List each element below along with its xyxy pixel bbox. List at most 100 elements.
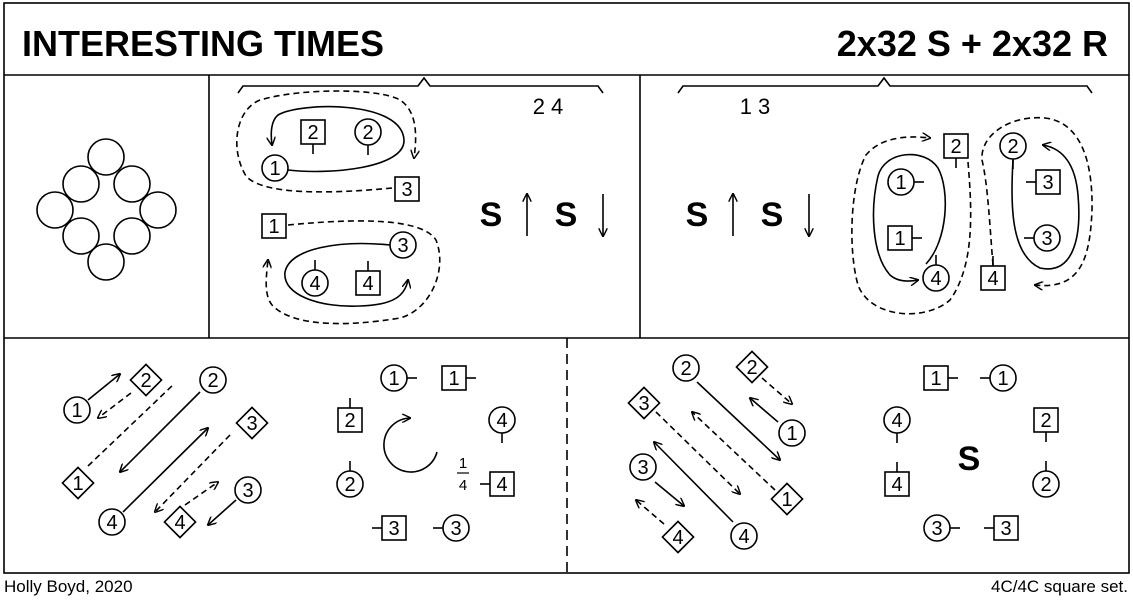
dancer-label: 1 xyxy=(269,158,280,180)
dancer-circle xyxy=(63,396,91,424)
panel-diagonal-right: 2 2 3 1 3 1 4 4 xyxy=(627,350,806,554)
dancer-label: 1 xyxy=(388,368,399,390)
dancer-label: 4 xyxy=(174,512,185,534)
dancer-label: 2 xyxy=(140,370,151,392)
dashed-loop-path xyxy=(981,116,1093,286)
dance-title: INTERESTING TIMES xyxy=(22,23,384,64)
figure-s-letter: S xyxy=(555,196,578,234)
dancer-diamond xyxy=(661,520,695,554)
dancer-label: 3 xyxy=(1041,228,1052,250)
formation-dancer-circle xyxy=(113,165,151,203)
figure-s-letter: S xyxy=(686,196,709,234)
dancer-label: 4 xyxy=(496,410,507,432)
dancer-label: 1 xyxy=(448,368,459,390)
dancer-label: 3 xyxy=(242,480,253,502)
formation-dancer-circle xyxy=(36,191,74,229)
dancer-label: 3 xyxy=(1042,172,1053,194)
dancer-label: 2 xyxy=(307,122,318,144)
dancer-label: 2 xyxy=(344,474,355,496)
dance-formation: 2x32 S + 2x32 R xyxy=(837,23,1108,64)
solid-loop-path xyxy=(271,105,405,173)
dancer-label: 2 xyxy=(362,122,373,144)
formation-dancer-circle xyxy=(87,243,125,281)
dancer-square xyxy=(993,515,1019,541)
panel-circle-quarter: 1 1 2 4 2 4 3 3 1 4 xyxy=(336,364,516,542)
dancer-label: 3 xyxy=(388,518,399,540)
dancer-label: 4 xyxy=(309,273,320,295)
dashed-line xyxy=(87,383,175,467)
dashed-loop-path xyxy=(236,90,416,193)
dancer-diamond xyxy=(627,386,661,420)
frame xyxy=(3,2,1130,574)
dancer-circle xyxy=(672,354,700,382)
dancer-circle xyxy=(778,419,806,447)
quarter-denominator: 4 xyxy=(459,477,467,494)
solid-loop-path xyxy=(1011,145,1080,270)
dancer-label: 1 xyxy=(72,473,83,495)
dashed-arrow xyxy=(98,392,132,418)
dancer-label: 1 xyxy=(997,368,1008,390)
dancer-label: 1 xyxy=(268,216,279,238)
dancer-label: 2 xyxy=(344,410,355,432)
dancer-diamond xyxy=(163,505,197,539)
dancer-circle xyxy=(261,154,289,182)
formation-dancer-circle xyxy=(62,217,100,255)
solid-arrow xyxy=(208,499,237,525)
dancer-label: 3 xyxy=(637,457,648,479)
figure-s-letter: S xyxy=(480,196,503,234)
dancer-square xyxy=(923,365,949,391)
dancer-label: 1 xyxy=(930,368,941,390)
solid-arrow xyxy=(120,391,201,472)
dashed-arrow xyxy=(692,412,776,491)
dancer-label: 1 xyxy=(895,172,906,194)
dancer-label: 3 xyxy=(246,413,257,435)
dancer-label: 1 xyxy=(71,400,82,422)
dancer-square xyxy=(489,471,515,497)
dancer-label: 4 xyxy=(106,512,117,534)
solid-arrow xyxy=(696,381,780,460)
dancer-label: 4 xyxy=(891,410,902,432)
dancer-square xyxy=(337,407,363,433)
dancer-square xyxy=(355,270,381,296)
dancer-diamond xyxy=(61,466,95,500)
bar-numbers-left: 2 4 xyxy=(533,94,564,119)
dancer-square xyxy=(300,119,326,145)
solid-loop-path xyxy=(872,153,947,282)
panel-diagonal-left: 1 2 2 3 1 3 4 4 xyxy=(61,363,269,539)
dancer-label: 3 xyxy=(638,393,649,415)
dancer-label: 2 xyxy=(950,136,961,158)
solid-loop-path xyxy=(284,242,408,307)
dancer-label: 1 xyxy=(781,489,792,511)
formation-dancer-circle xyxy=(139,191,177,229)
dancer-square xyxy=(887,225,913,251)
center-s-letter: S xyxy=(958,440,981,478)
dancer-circle xyxy=(730,522,758,550)
solid-arrow xyxy=(87,374,120,401)
solid-arrow xyxy=(750,398,779,423)
formation-dancer-circle xyxy=(87,138,125,176)
dancer-diamond xyxy=(770,482,804,516)
dashed-loop-path xyxy=(266,220,441,325)
author-credit: Holly Boyd, 2020 xyxy=(4,577,133,596)
square-set-formation xyxy=(36,138,177,281)
circle-arrow xyxy=(383,418,438,473)
dancer-label: 2 xyxy=(1040,474,1051,496)
dancer-label: 1 xyxy=(786,423,797,445)
solid-arrow xyxy=(122,428,208,513)
dancer-label: 4 xyxy=(496,474,507,496)
dancer-square xyxy=(261,213,287,239)
dashed-arrow xyxy=(761,377,792,404)
dancer-label: 2 xyxy=(207,370,218,392)
dancer-label: 4 xyxy=(930,268,941,290)
dashed-arrow xyxy=(655,411,740,494)
dancer-circle xyxy=(199,366,227,394)
solid-arrow xyxy=(654,481,684,506)
dancer-label: 2 xyxy=(1040,410,1051,432)
dancer-diamond xyxy=(235,406,269,440)
dancer-label: 3 xyxy=(401,179,412,201)
formation-dancer-circle xyxy=(113,217,151,255)
dancer-circle xyxy=(234,476,262,504)
dancer-label: 3 xyxy=(1000,518,1011,540)
dashed-loop-path xyxy=(851,137,972,315)
dancer-label: 4 xyxy=(738,526,749,548)
